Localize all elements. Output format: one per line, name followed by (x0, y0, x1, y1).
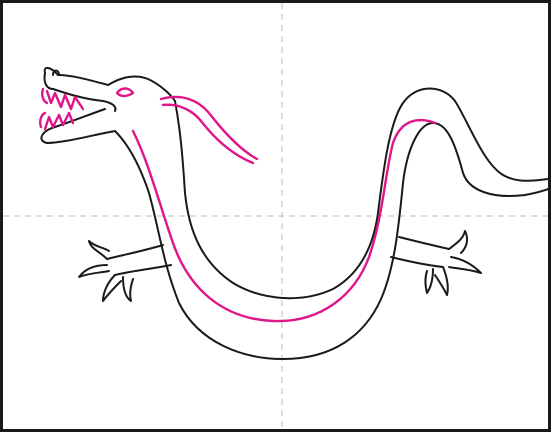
left-claw-4 (122, 276, 134, 302)
dragon-outline (40, 67, 548, 360)
snout-outline (43, 67, 59, 90)
upper-teeth (45, 89, 85, 111)
right-leg-lower (390, 256, 444, 268)
dragon-drawing-icon (3, 3, 548, 429)
left-leg-lower (114, 264, 172, 276)
right-claw-2 (448, 256, 482, 274)
neck-back-outline (174, 87, 548, 300)
left-claw-1 (88, 240, 110, 260)
right-leg-upper (398, 236, 450, 250)
right-claw-4 (424, 268, 434, 294)
eye-icon (115, 87, 135, 98)
guide-lines (3, 3, 548, 429)
lower-tooth-hook (39, 111, 47, 129)
upper-tooth-hook (41, 87, 49, 105)
neck-front-outline (114, 122, 548, 360)
left-claw-3 (102, 274, 122, 302)
right-claw-3 (434, 266, 449, 296)
left-leg-upper (106, 244, 164, 260)
left-claw-2 (78, 264, 110, 278)
belly-line (131, 119, 437, 323)
right-claw-1 (448, 230, 469, 254)
nostril-outline (52, 69, 60, 76)
lower-jaw-outline (40, 108, 116, 144)
left-leg (78, 240, 172, 302)
lower-teeth (43, 111, 75, 131)
head-top-outline (57, 74, 176, 102)
dragon-highlights (39, 87, 437, 323)
upper-jaw-outline (52, 88, 117, 112)
whisker-upper (159, 95, 259, 161)
right-leg (390, 230, 482, 296)
whisker-lower (161, 103, 255, 165)
